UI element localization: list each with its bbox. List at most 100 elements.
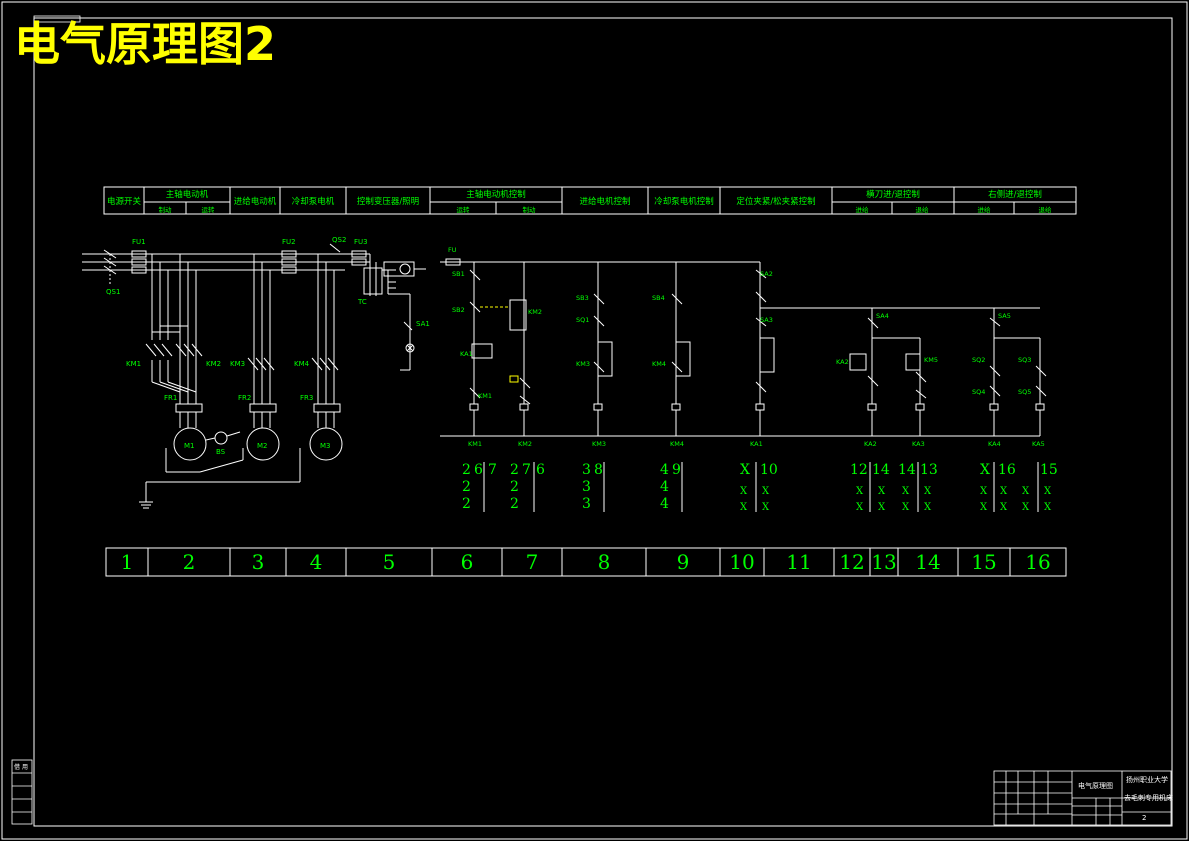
left-strip-text: 借 用 [14,763,28,771]
xref-ka2-b: 14 [872,462,890,478]
label-tc: TC [357,298,367,306]
hdr-spindle-brake: 制动 [159,205,173,214]
left-strip-1: 借 [14,763,20,771]
xref-ka2-r1b: X [878,486,886,497]
label-m1: M1 [184,442,195,450]
hdr-spindle-control: 主轴电动机控制 [466,189,526,200]
label-sq4: SQ4 [972,388,985,396]
xref-ka1-b: 10 [760,462,778,478]
left-strip-2: 用 [22,764,28,771]
xref-km2-a: 2 [510,462,519,478]
machine-name: 去毛刺专用机床 [1124,793,1173,802]
label-km5-ctrl: KM5 [924,356,938,364]
xref-ka3-r1b: X [924,486,932,497]
zone-8: 8 [598,550,611,574]
school-name: 扬州职业大学 [1126,775,1168,784]
hdr-coolant-control: 冷却泵电机控制 [654,196,714,207]
hdr-right-side-out: 退给 [1039,205,1053,214]
title-block [993,770,1172,826]
inner-frame [33,17,1173,827]
coil-ka2: KA2 [864,440,877,448]
hdr-right-side-in: 进给 [978,205,992,214]
zone-5: 5 [383,550,396,574]
hdr-cross-tool: 横刀进/退控制 [866,189,920,200]
cross-reference-numbers: 2 6 7 2 2 2 7 6 2 2 3 8 3 3 4 9 4 4 X 10… [462,462,1058,513]
xref-km3-r2: 3 [582,496,591,512]
coil-ka1: KA1 [750,440,763,448]
label-qs2: QS2 [332,236,346,244]
label-bs: BS [216,448,226,456]
zone-3: 3 [252,550,265,574]
label-sa4: SA4 [876,312,889,320]
label-sq3: SQ3 [1018,356,1031,364]
xref-km2-c: 6 [536,462,545,478]
zone-13: 13 [871,550,896,574]
coil-km1: KM1 [468,440,482,448]
xref-km2-r1: 2 [510,479,519,495]
xref-km1-r1: 2 [462,479,471,495]
xref-ka3-r2b: X [924,502,932,513]
page-title: 电气原理图2 [14,17,276,71]
label-km1-ctrl: KM1 [478,392,492,400]
label-ka1: KA1 [460,350,473,358]
coil-km2: KM2 [518,440,532,448]
xref-km1-c: 7 [488,462,497,478]
label-sb4: SB4 [652,294,665,302]
label-km1-power: KM1 [126,360,141,368]
hdr-feed-motor: 进给电动机 [234,196,277,207]
section-header-labels: 电源开关 主轴电动机 制动 运转 进给电动机 冷却泵电机 控制变压器/照明 主轴… [107,189,1052,214]
label-sq2: SQ2 [972,356,985,364]
xref-ka1-r2a: X [740,502,748,513]
label-km4-power: KM4 [294,360,310,368]
coil-ka4: KA4 [988,440,1001,448]
hdr-power-switch: 电源开关 [107,196,142,207]
top-tag [33,15,81,23]
zone-6: 6 [461,550,474,574]
xref-ka1-a: X [740,462,750,478]
coil-km3: KM3 [592,440,606,448]
label-km4-ctrl: KM4 [652,360,666,368]
coil-ka5: KA5 [1032,440,1045,448]
xref-ka4-b: 16 [998,462,1016,478]
label-ka2: KA2 [836,358,849,366]
xref-ka4-r2b: X [1000,502,1008,513]
xref-ka4-a: X [980,462,990,478]
hdr-cross-tool-in: 进给 [856,205,870,214]
xref-ka2-r1a: X [856,486,864,497]
left-registration-strip [11,759,33,825]
xref-km3-r1: 3 [582,479,591,495]
xref-ka5-r1a: X [1022,502,1030,513]
hdr-feed-control: 进给电机控制 [579,196,630,207]
hdr-transformer: 控制变压器/照明 [357,196,419,207]
xref-ka5-r1b: X [1044,486,1052,497]
control-circuit-labels: FU SB1 SB2 KA1 KM2 KM1 SB3 SQ1 KM3 SB4 K… [448,246,1045,448]
title-block-text: 电气原理图 扬州职业大学 去毛刺专用机床 2 [1078,775,1173,822]
xref-km1-a: 2 [462,462,471,478]
zone-4: 4 [310,550,323,574]
zone-numbers: 1 2 3 4 5 6 7 8 9 10 11 12 13 14 15 16 [121,550,1051,574]
hdr-coolant-motor: 冷却泵电机 [292,196,335,207]
xref-ka4-r1b: X [1000,486,1008,497]
label-fu2: FU2 [282,238,296,246]
xref-km4-r2: 4 [660,496,669,512]
xref-km2-r2: 2 [510,496,519,512]
xref-ka1-r1b: X [762,486,770,497]
xref-km1-r2: 2 [462,496,471,512]
xref-ka3-b: 13 [920,462,938,478]
label-sb2: SB2 [452,306,465,314]
zone-strip [105,547,1067,577]
xref-km4-r1: 4 [660,479,669,495]
label-m2: M2 [257,442,268,450]
label-km3-power: KM3 [230,360,245,368]
zone-14: 14 [915,550,940,574]
hdr-spindle-motor: 主轴电动机 [166,189,209,200]
xref-ka3-r2a: X [902,502,910,513]
hdr-spindle-run: 运转 [202,205,216,214]
label-sb1: SB1 [452,270,465,278]
power-circuit [82,243,426,509]
label-sa1: SA1 [416,320,430,328]
label-sa5: SA5 [998,312,1011,320]
zone-7: 7 [526,550,539,574]
xref-ka3-a: 14 [898,462,916,478]
